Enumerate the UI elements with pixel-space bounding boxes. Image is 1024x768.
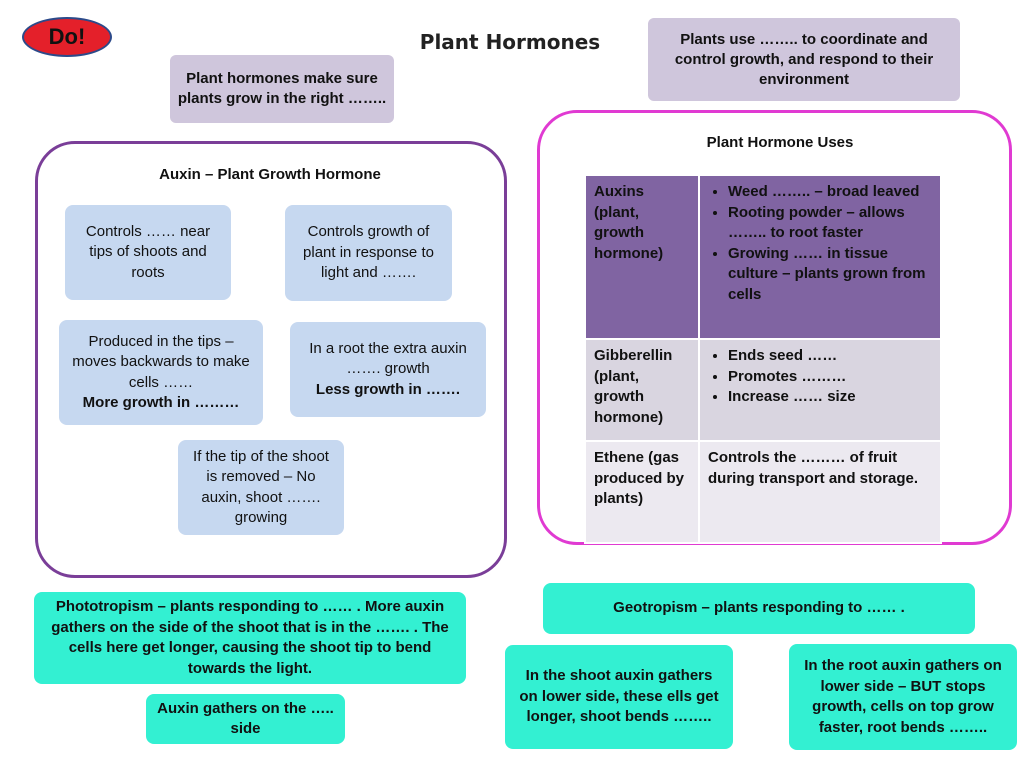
fact-root-auxin: In a root the extra auxin ……. growth Les… — [290, 322, 486, 417]
fact-root-bold: Less growth in ……. — [315, 380, 461, 398]
list-item: Promotes ……… — [728, 367, 932, 388]
do-badge-label: Do! — [48, 24, 86, 49]
hormone-name-gibberellin: Gibberellin (plant, growth hormone) — [584, 338, 700, 442]
purpose-note: Plants use …….. to coordinate and contro… — [648, 18, 960, 101]
do-badge: Do! — [22, 17, 112, 57]
root-auxin-text: In the root auxin gathers on lower side … — [804, 657, 1002, 736]
fact-controls-text: Controls …… near tips of shoots and root… — [85, 222, 211, 281]
fact-tip-removed: If the tip of the shoot is removed – No … — [178, 440, 344, 535]
auxin-panel-title: Auxin – Plant Growth Hormone — [159, 166, 381, 183]
hormone-uses-table: Auxins (plant, growth hormone) Weed ……..… — [584, 174, 942, 544]
phototropism-card: Phototropism – plants responding to …… .… — [34, 592, 466, 684]
table-row: Auxins (plant, growth hormone) Weed ……..… — [584, 174, 942, 340]
fact-light-response: Controls growth of plant in response to … — [285, 205, 452, 301]
fact-root-text: In a root the extra auxin ……. growth — [309, 339, 467, 378]
list-item: Ends seed …… — [728, 346, 932, 367]
fact-light-text: Controls growth of plant in response to … — [303, 223, 434, 282]
intro-note-text: Plant hormones make sure plants grow in … — [177, 70, 387, 107]
shoot-auxin-text: In the shoot auxin gathers on lower side… — [519, 667, 719, 726]
geotropism-text: Geotropism – plants responding to …… . — [613, 599, 905, 617]
fact-tips-bold: More growth in ……… — [82, 394, 240, 411]
fact-removed-text: If the tip of the shoot is removed – No … — [193, 447, 329, 527]
page-title: Plant Hormones — [419, 30, 601, 54]
uses-panel-title: Plant Hormone Uses — [706, 134, 854, 151]
hormone-uses-ethene: Controls the ……… of fruit during transpo… — [698, 440, 942, 544]
list-item: Rooting powder – allows …….. to root fas… — [728, 203, 932, 244]
fact-produced-in-tips: Produced in the tips – moves backwards t… — [59, 320, 263, 425]
purpose-note-text: Plants use …….. to coordinate and contro… — [674, 30, 934, 88]
root-auxin-card: In the root auxin gathers on lower side … — [789, 644, 1017, 750]
auxin-side-card: Auxin gathers on the ….. side — [146, 694, 345, 744]
table-row: Gibberellin (plant, growth hormone) Ends… — [584, 338, 942, 442]
fact-controls-tips: Controls …… near tips of shoots and root… — [65, 205, 231, 300]
fact-tips-text: Produced in the tips – moves backwards t… — [72, 332, 250, 391]
geotropism-card: Geotropism – plants responding to …… . — [543, 583, 975, 634]
auxin-panel — [35, 141, 507, 578]
hormone-uses-gibberellin: Ends seed …… Promotes ……… Increase …… si… — [698, 338, 942, 442]
list-item: Increase …… size — [728, 387, 932, 408]
intro-note: Plant hormones make sure plants grow in … — [170, 55, 394, 123]
list-item: Growing …… in tissue culture – plants gr… — [728, 244, 932, 306]
list-item: Weed …….. – broad leaved — [728, 182, 932, 203]
hormone-name-auxins: Auxins (plant, growth hormone) — [584, 174, 700, 340]
hormone-uses-auxins: Weed …….. – broad leaved Rooting powder … — [698, 174, 942, 340]
shoot-auxin-card: In the shoot auxin gathers on lower side… — [505, 645, 733, 749]
uses-panel — [537, 110, 1012, 545]
hormone-name-ethene: Ethene (gas produced by plants) — [584, 440, 700, 544]
table-row: Ethene (gas produced by plants) Controls… — [584, 440, 942, 544]
auxin-side-text: Auxin gathers on the ….. side — [157, 699, 334, 738]
phototropism-text: Phototropism – plants responding to …… .… — [51, 598, 449, 677]
